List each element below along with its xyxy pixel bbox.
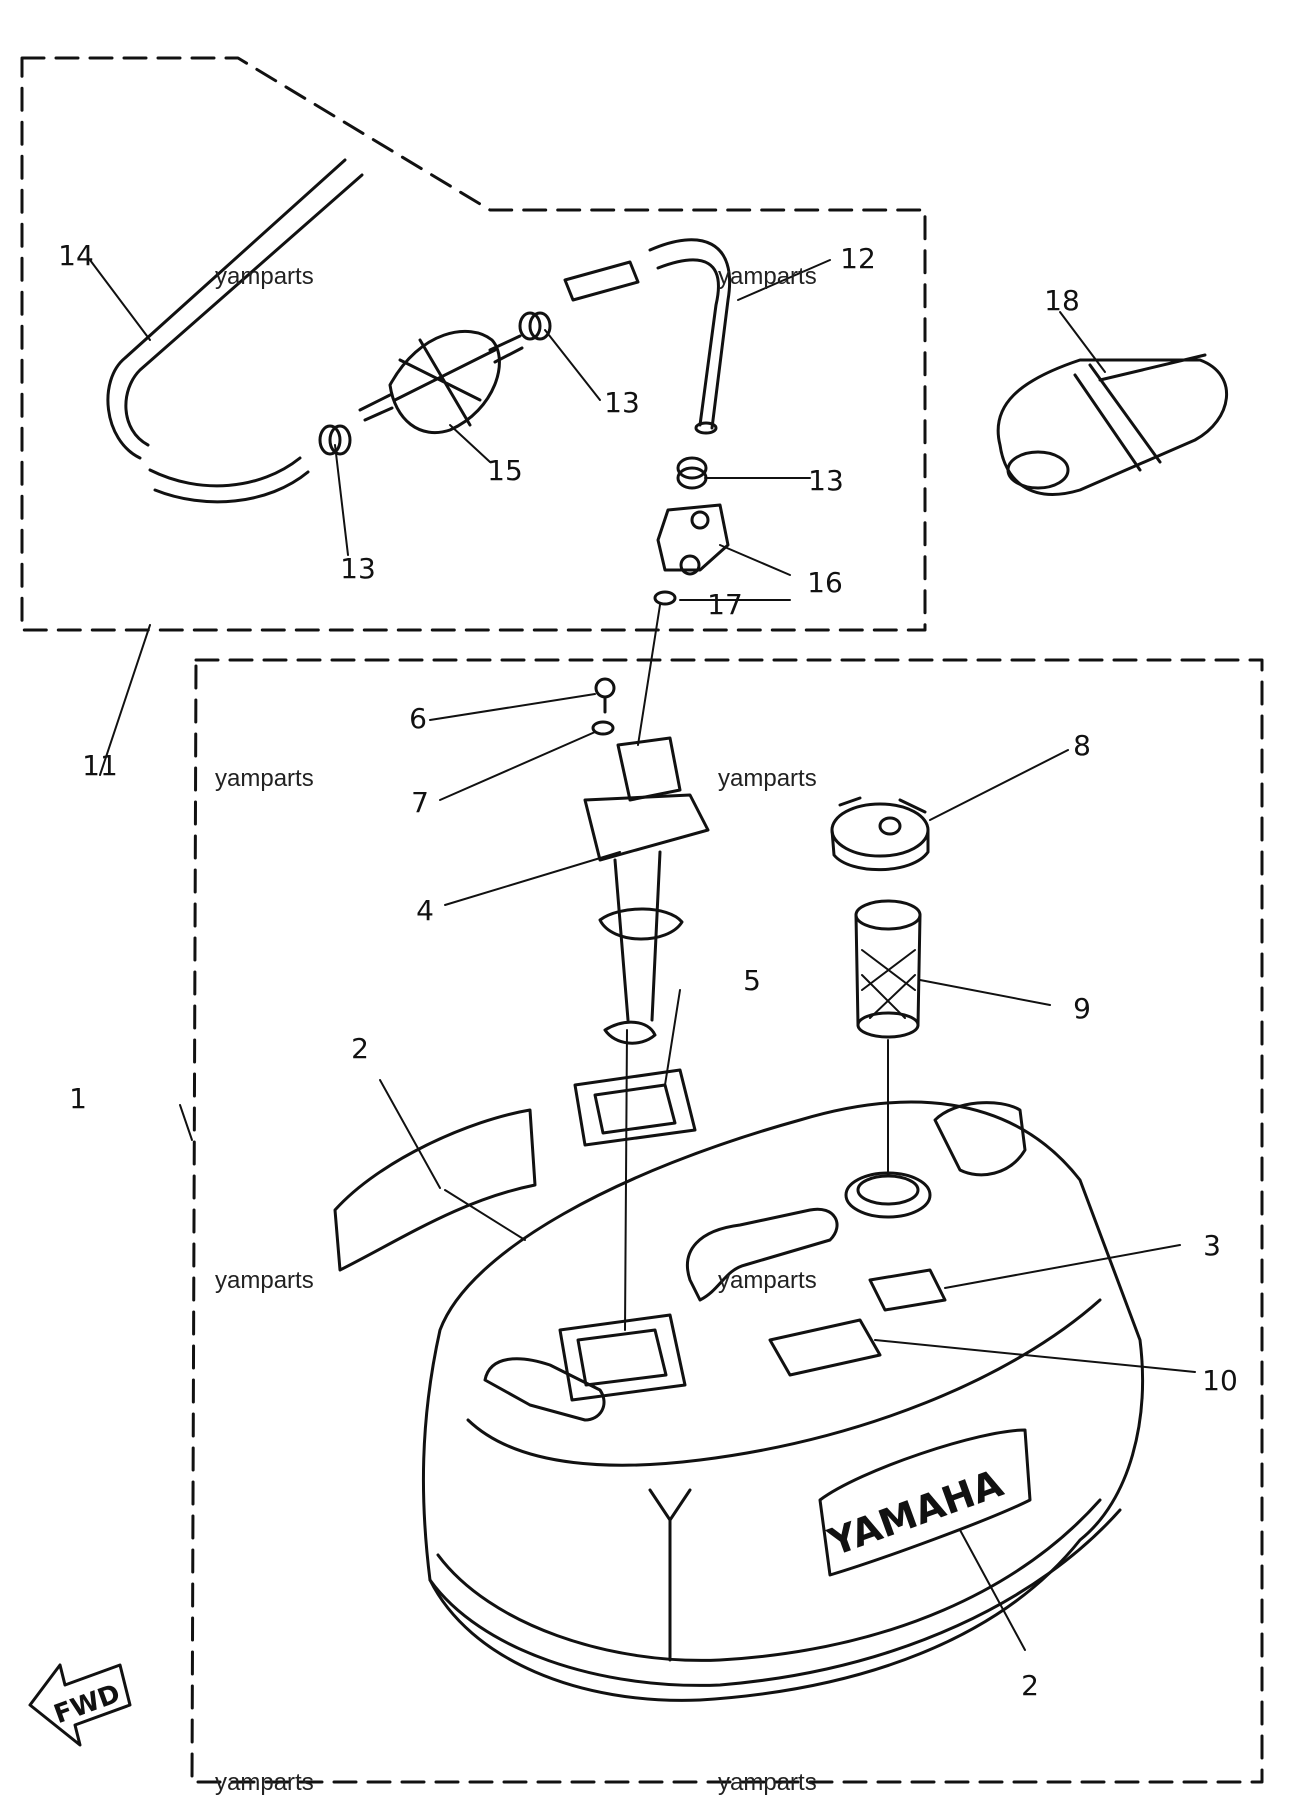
watermark: yamparts bbox=[215, 1267, 314, 1294]
fuel-cap-part-8 bbox=[830, 796, 930, 872]
fuel-tank-body-part-1 bbox=[421, 1100, 1144, 1702]
callout-4: 4 bbox=[416, 894, 434, 927]
callout-13-left: 13 bbox=[340, 552, 376, 585]
callout-2-left: 2 bbox=[351, 1032, 369, 1065]
primer-bulb-part-15 bbox=[358, 329, 524, 435]
watermark: yamparts bbox=[718, 1267, 817, 1294]
gauge-mount-plate bbox=[558, 1313, 687, 1402]
filter-part-9 bbox=[854, 899, 922, 1039]
bag-part-18 bbox=[996, 353, 1228, 496]
fuel-tank-assembly-boundary bbox=[190, 658, 1264, 1784]
callout-12: 12 bbox=[840, 242, 876, 275]
callout-18: 18 bbox=[1044, 284, 1080, 317]
callout-14: 14 bbox=[58, 239, 94, 272]
clamp-part-13-upper bbox=[518, 311, 552, 341]
callout-16: 16 bbox=[807, 566, 843, 599]
fuel-line-assembly-boundary bbox=[20, 56, 927, 632]
callout-3: 3 bbox=[1203, 1229, 1221, 1262]
filler-neck bbox=[844, 1171, 932, 1219]
fwd-arrow bbox=[28, 1663, 132, 1747]
callout-13-upper: 13 bbox=[604, 386, 640, 419]
vent-screw bbox=[933, 1101, 1027, 1177]
callout-10: 10 bbox=[1202, 1364, 1238, 1397]
o-ring-part-17 bbox=[653, 590, 677, 606]
watermark: yamparts bbox=[215, 1769, 314, 1796]
watermark: yamparts bbox=[215, 765, 314, 792]
fwd-arrow-text: FWD bbox=[50, 1679, 124, 1730]
assembly-lines bbox=[624, 604, 889, 1331]
clamp-part-13-left bbox=[318, 424, 352, 456]
callout-5: 5 bbox=[743, 964, 761, 997]
decal-part-2-left bbox=[333, 1108, 537, 1272]
hose-part-12 bbox=[648, 238, 731, 435]
watermark: yamparts bbox=[718, 263, 817, 290]
callout-2-bottom: 2 bbox=[1021, 1669, 1039, 1702]
watermark: yamparts bbox=[718, 765, 817, 792]
tank-handle bbox=[685, 1207, 839, 1302]
callout-11: 11 bbox=[82, 749, 118, 782]
callout-1: 1 bbox=[69, 1082, 87, 1115]
bolt-part-6 bbox=[594, 677, 616, 714]
leader-lines bbox=[89, 259, 1196, 1651]
label-part-10 bbox=[768, 1318, 882, 1377]
connector-part-16 bbox=[656, 503, 730, 576]
callout-8: 8 bbox=[1073, 729, 1091, 762]
fuel-gauge-part-4 bbox=[583, 736, 710, 1045]
hose-part-14 bbox=[106, 158, 364, 504]
callout-17: 17 bbox=[707, 588, 743, 621]
hose-connector bbox=[563, 260, 640, 302]
clamp-part-13-right bbox=[676, 456, 708, 490]
washer-part-7 bbox=[591, 720, 615, 736]
gasket-part-5 bbox=[573, 1068, 697, 1147]
callout-13-right: 13 bbox=[808, 464, 844, 497]
callout-9: 9 bbox=[1073, 992, 1091, 1025]
brand-plate-part-2 bbox=[818, 1428, 1032, 1577]
callout-15: 15 bbox=[487, 454, 523, 487]
front-grip bbox=[483, 1357, 606, 1422]
callout-6: 6 bbox=[409, 702, 427, 735]
watermark: yamparts bbox=[718, 1769, 817, 1796]
watermark: yamparts bbox=[215, 263, 314, 290]
brand-plate-text: YAMAHA bbox=[822, 1461, 1009, 1565]
label-part-3 bbox=[868, 1268, 947, 1312]
callout-7: 7 bbox=[411, 786, 429, 819]
